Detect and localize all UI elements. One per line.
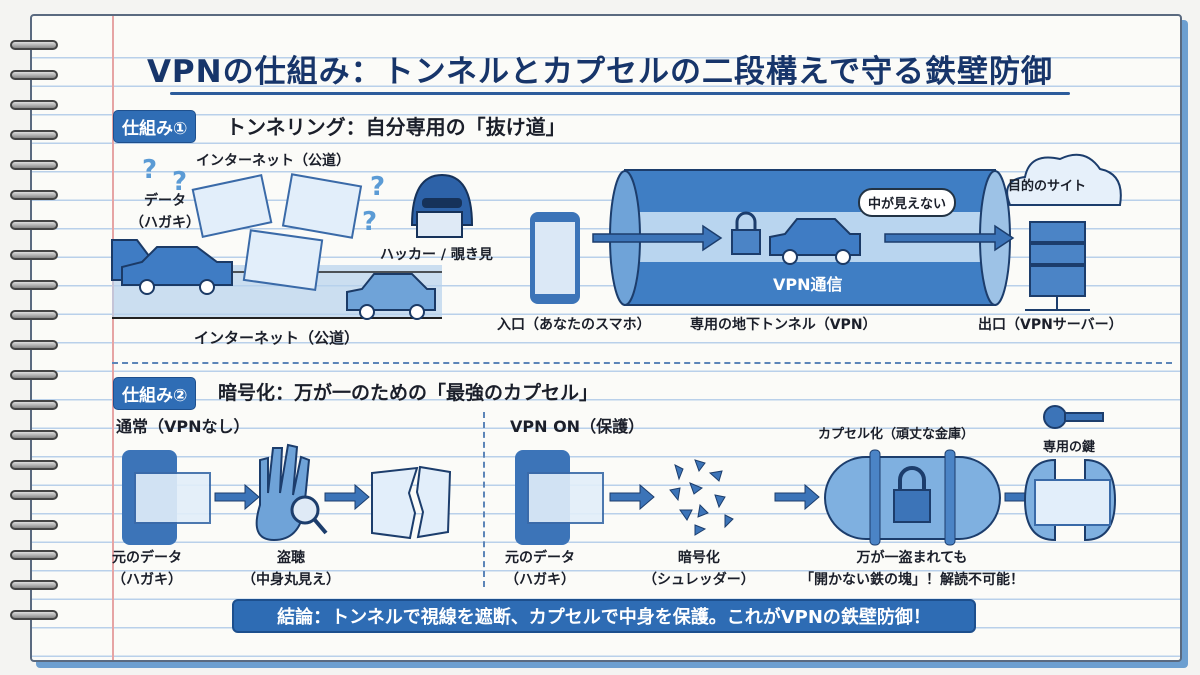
open-capsule-icon bbox=[1023, 458, 1117, 542]
hand-magnifier-icon bbox=[255, 443, 328, 542]
entrance-label: 入口（あなたのスマホ） bbox=[497, 317, 651, 333]
speech-bubble: 中が見えない bbox=[858, 188, 957, 217]
stolen-label: 万が一盗まれても「開かない鉄の塊」！解読不可能！ bbox=[800, 550, 1024, 588]
section2-heading: 暗号化：万が一のための「最強のカプセル」 bbox=[218, 382, 599, 404]
section-divider bbox=[112, 362, 1172, 364]
torn-postcard-icon bbox=[371, 465, 452, 540]
car-icon bbox=[111, 239, 436, 320]
shredded-pieces-icon bbox=[669, 459, 734, 536]
svg-text:?: ? bbox=[362, 207, 377, 237]
page-title: VPNの仕組み：トンネルとカプセルの二段構えで守る鉄壁防御 bbox=[146, 54, 1054, 90]
svg-text:?: ? bbox=[142, 155, 157, 185]
public-road-illustration: ???? bbox=[111, 155, 474, 320]
hacker-label: ハッカー / 覗き見 bbox=[380, 247, 493, 263]
svg-text:?: ? bbox=[172, 167, 187, 197]
encrypt-label: 暗号化（シュレッダー） bbox=[643, 550, 755, 588]
section2-badge: 仕組み② bbox=[113, 377, 197, 410]
tunnel-label: 専用の地下トンネル（VPN） bbox=[690, 317, 877, 333]
tunnel-illustration bbox=[530, 153, 1122, 311]
notebook-page bbox=[30, 14, 1182, 662]
question-mark-icon: ???? bbox=[142, 155, 385, 237]
car-icon bbox=[769, 218, 861, 265]
margin-line bbox=[112, 16, 114, 660]
smartphone-icon bbox=[515, 450, 604, 545]
normal-title: 通常（VPNなし） bbox=[116, 417, 250, 436]
internet-bottom-label: インターネット（公道） bbox=[194, 329, 360, 347]
capsule-title: カプセル化（頑丈な金庫） bbox=[818, 427, 975, 442]
lock-icon bbox=[731, 211, 761, 255]
hacker-icon bbox=[410, 173, 474, 238]
postcard-icon bbox=[191, 173, 363, 292]
normal-original-label: 元のデータ（ハガキ） bbox=[112, 550, 182, 588]
server-icon bbox=[1025, 221, 1090, 311]
smartphone-icon bbox=[530, 212, 580, 304]
capsule-lock-icon bbox=[824, 449, 1001, 546]
section1-badge: 仕組み① bbox=[113, 110, 197, 143]
cloud-icon bbox=[1006, 153, 1122, 206]
internet-top-label: インターネット（公道） bbox=[196, 153, 350, 169]
vpn-on-title: VPN ON（保護） bbox=[510, 417, 645, 436]
destination-label: 目的のサイト bbox=[1008, 179, 1087, 194]
exit-label: 出口（VPNサーバー） bbox=[978, 317, 1123, 333]
arrow-right-icon bbox=[592, 224, 1015, 252]
title-underline bbox=[170, 92, 1070, 95]
key-icon bbox=[1043, 405, 1104, 429]
key-label: 専用の鍵 bbox=[1043, 440, 1096, 455]
conclusion-banner: 結論：トンネルで視線を遮断、カプセルで中身を保護。これがVPNの鉄壁防御！ bbox=[232, 599, 976, 633]
data-label: データ（ハガキ） bbox=[130, 193, 200, 231]
section1-heading: トンネリング：自分専用の「抜け道」 bbox=[226, 115, 566, 139]
column-divider bbox=[483, 412, 485, 587]
encryption-illustration bbox=[122, 405, 1117, 546]
tunnel-inner-label: VPN通信 bbox=[773, 275, 843, 294]
smartphone-icon bbox=[122, 450, 211, 545]
vpn-original-label: 元のデータ（ハガキ） bbox=[505, 550, 575, 588]
wiretap-label: 盗聴（中身丸見え） bbox=[242, 550, 340, 588]
svg-text:?: ? bbox=[370, 172, 385, 202]
